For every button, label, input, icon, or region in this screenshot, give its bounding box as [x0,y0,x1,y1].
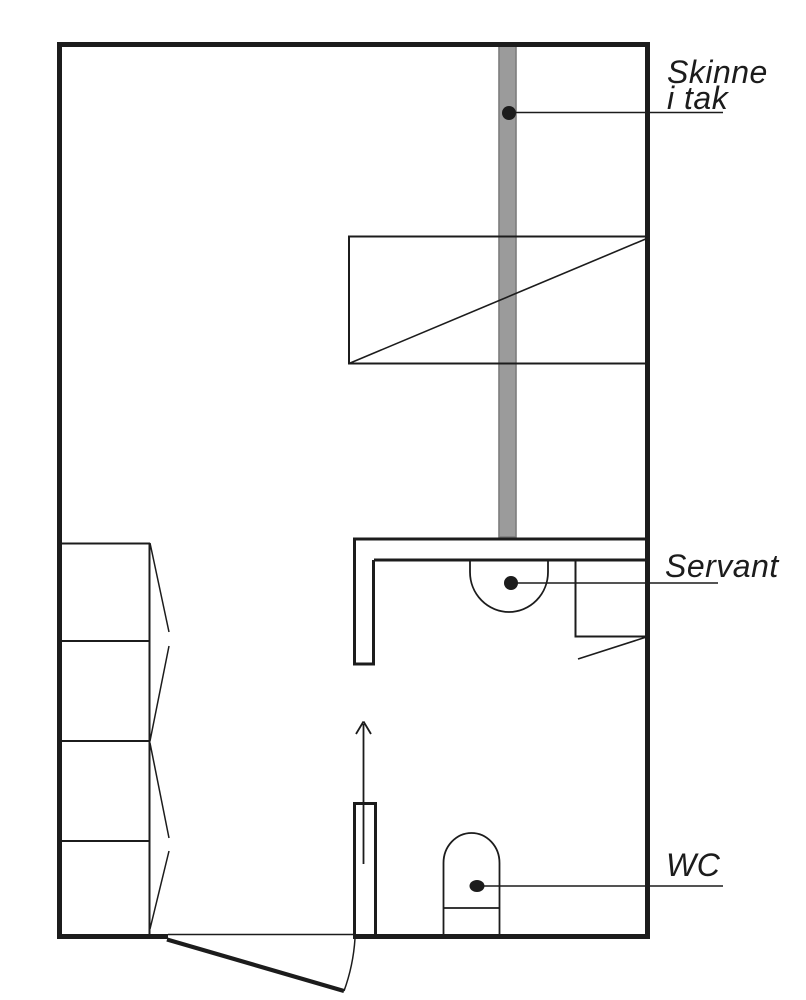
ceiling-track-label-line1: Skinne [667,54,768,90]
bed [348,235,649,365]
entry-direction-arrow [355,721,372,864]
exterior-walls [57,42,650,939]
storage-cabinet [574,560,648,638]
ceiling-track-label-line2: i tak [667,80,730,116]
wardrobe-sections [60,542,151,934]
wardrobe-door-chevrons [149,542,170,930]
cabinet-door-line [577,635,649,660]
bed-outline [348,235,649,365]
door-panel [353,802,377,937]
bed-diagonal [348,237,649,365]
entry-door-leaf [166,937,345,994]
sink-basin [469,560,549,613]
toilet-outline [442,832,501,935]
sink-label: Servant [665,548,779,584]
wardrobe [60,542,170,934]
toilet-label: WC [666,847,721,883]
bathroom-wall [353,537,648,666]
entry-door-swing-arc [343,938,356,992]
